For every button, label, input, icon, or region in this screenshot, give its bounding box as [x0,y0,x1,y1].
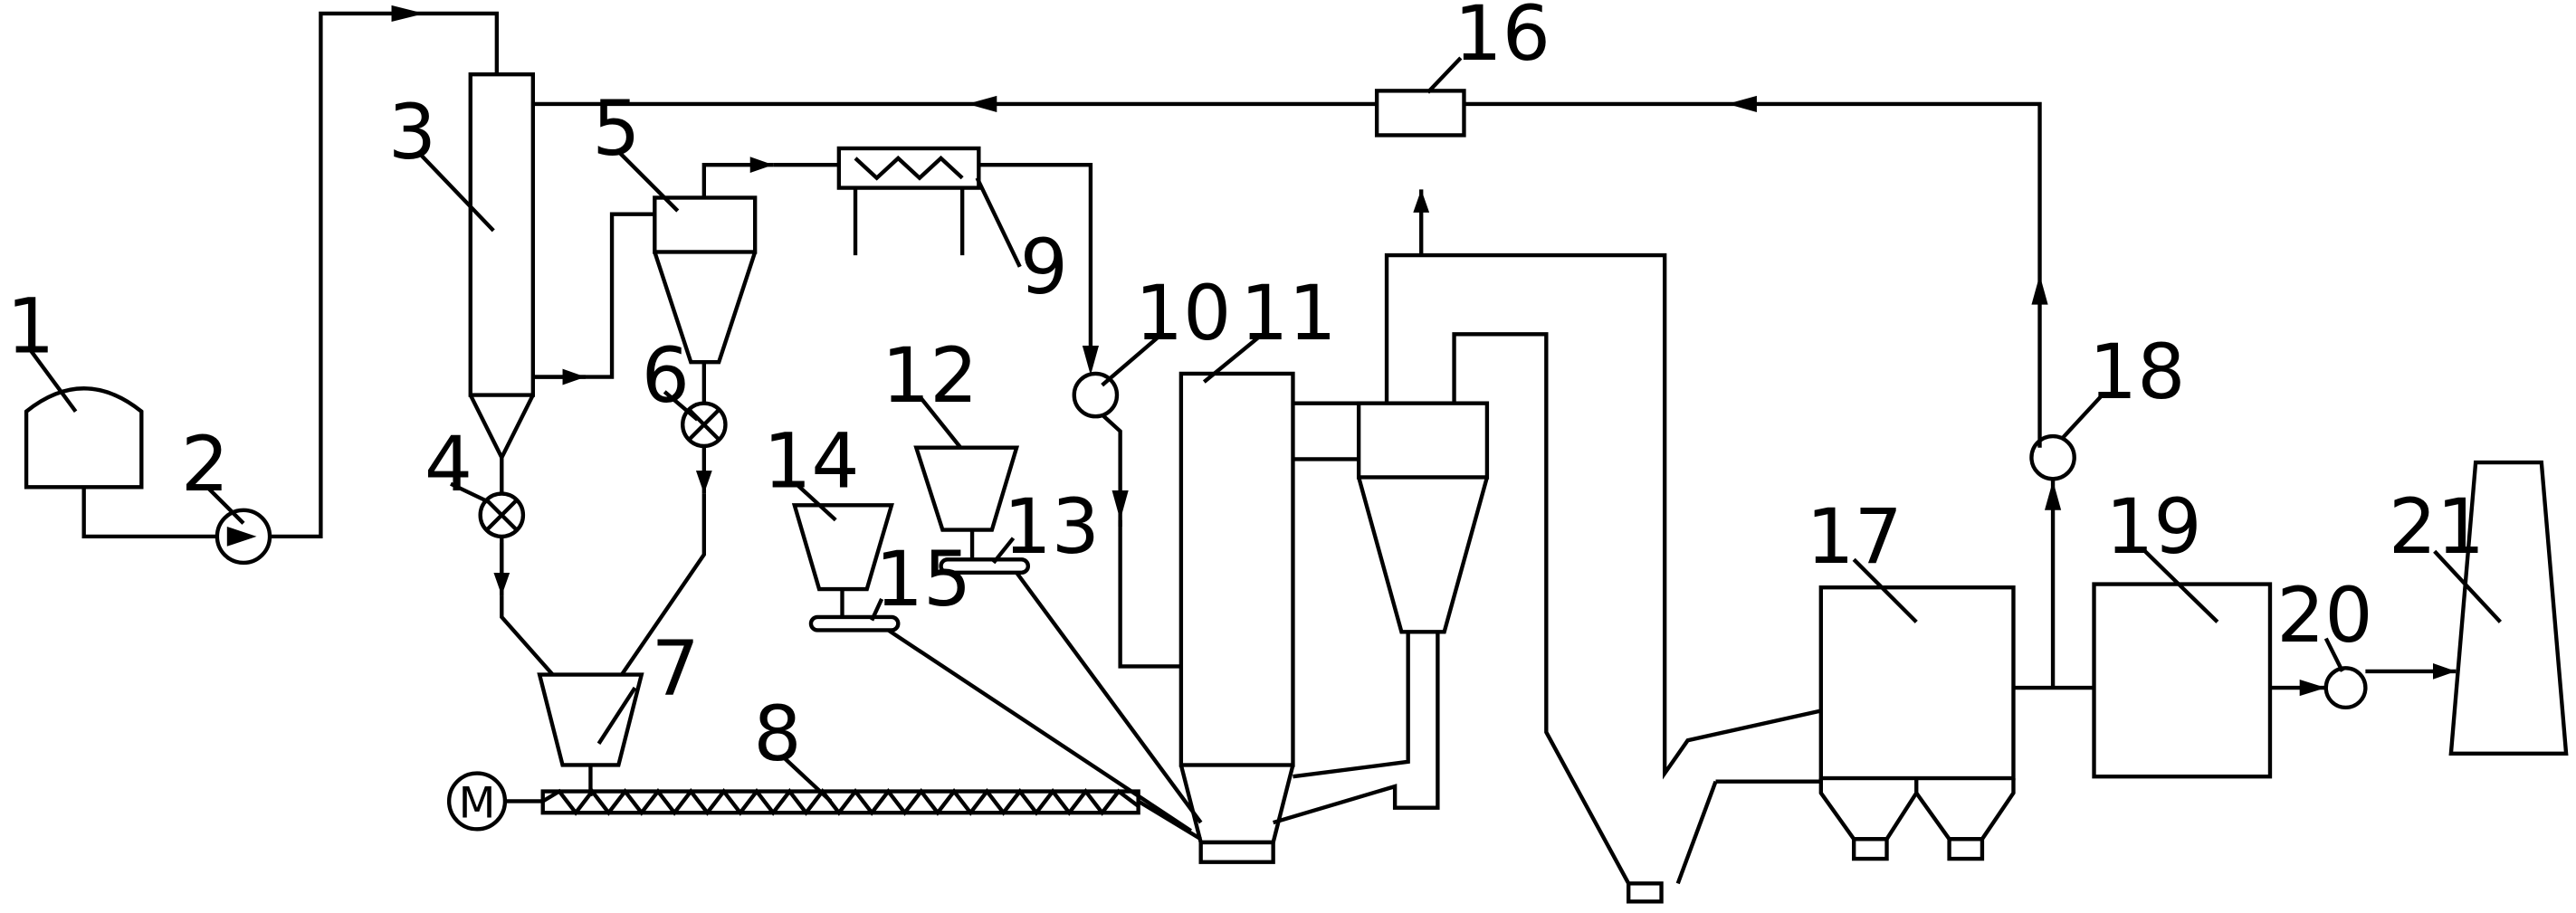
label-2: 2 [181,420,229,509]
hot-gas-duct-inner [1452,332,1631,885]
secondary-cyclone [1356,401,1490,634]
pump-10 [1072,371,1120,419]
flow-arrow [2044,480,2062,510]
cyclone-top-arrow [701,157,774,198]
pump-2 [215,508,272,566]
riser-column [468,72,536,462]
label-13: 13 [1004,482,1100,571]
leader-lines [27,56,2502,804]
label-17: 17 [1806,492,1902,581]
motor: M [446,771,543,832]
label-8: 8 [753,690,801,778]
label-11: 11 [1240,269,1336,357]
crossover-duct [1293,401,1360,461]
label-7: 7 [652,623,700,712]
mixer-hopper-7 [537,672,644,797]
flow-arrow [1727,95,1757,112]
belt15-to-reactor-line [887,628,1192,832]
feed-hopper-14 [791,503,894,617]
flow-arrow [967,95,997,112]
valve4-to-mixer-line [500,595,555,676]
label-3: 3 [388,88,436,176]
bag-filter-17 [1818,585,2016,861]
feed-hopper-12 [913,445,1020,560]
belt13-to-reactor-line [1015,571,1203,824]
screw-conveyor [540,787,1140,816]
belt-conveyor-15 [808,614,901,632]
label-20: 20 [2276,571,2372,660]
chimney-stack-21 [2448,460,2569,756]
tank-to-pump-line [81,487,217,539]
cyclone-return-outer [1273,632,1440,825]
valve6-to-mixer-line [620,493,707,676]
callout-labels: 1 2 3 4 5 6 7 8 9 10 11 12 13 14 15 16 1… [6,0,2485,778]
ash-hopper-right-wall [1675,780,1718,885]
ash-outlet [1627,881,1664,904]
flow-arrow [1082,346,1100,376]
belt-conveyor-13 [939,557,1031,575]
label-15: 15 [875,535,971,623]
label-18: 18 [2089,328,2185,416]
fan-18 [2029,433,2076,481]
reactor-11 [1178,371,1295,864]
pump-to-riser-line [270,11,500,539]
label-6: 6 [642,331,690,420]
label-9: 9 [1020,223,1068,311]
cyclone-return-inner [1293,632,1410,779]
conveyor-to-reactor-line [1137,799,1202,842]
fan-20 [2323,666,2368,710]
flow-arrow [2031,274,2048,305]
mixing-box-16 [1374,89,1466,138]
label-21: 21 [2389,482,2485,571]
motor-symbol: M [459,779,496,829]
label-19: 19 [2105,482,2201,571]
heat-exchanger-9 [836,146,981,256]
label-10: 10 [1135,269,1231,357]
fan18-to-mixer16-line [1464,101,2042,448]
heater-to-pump10-line [978,162,1093,366]
label-1: 1 [6,281,54,370]
label-5: 5 [592,84,640,173]
hot-gas-duct-outer [1384,252,1822,780]
flow-arrow [2299,679,2326,697]
flow-arrow [391,5,425,23]
label-12: 12 [882,331,978,420]
scrubber-19 [2092,582,2273,779]
storage-tank [24,386,144,490]
flow-arrow [1111,490,1129,520]
label-4: 4 [425,420,472,509]
pump10-to-reactor-line [1118,519,1181,669]
riser-to-cyclone-line [532,212,655,379]
label-14: 14 [763,416,859,505]
label-16: 16 [1455,0,1550,78]
